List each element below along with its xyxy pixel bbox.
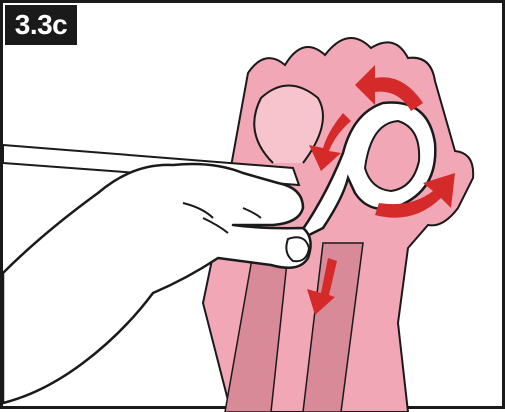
illustration-canvas bbox=[3, 3, 505, 412]
thumb-nail bbox=[286, 237, 309, 261]
step-label: 3.3c bbox=[5, 5, 77, 45]
